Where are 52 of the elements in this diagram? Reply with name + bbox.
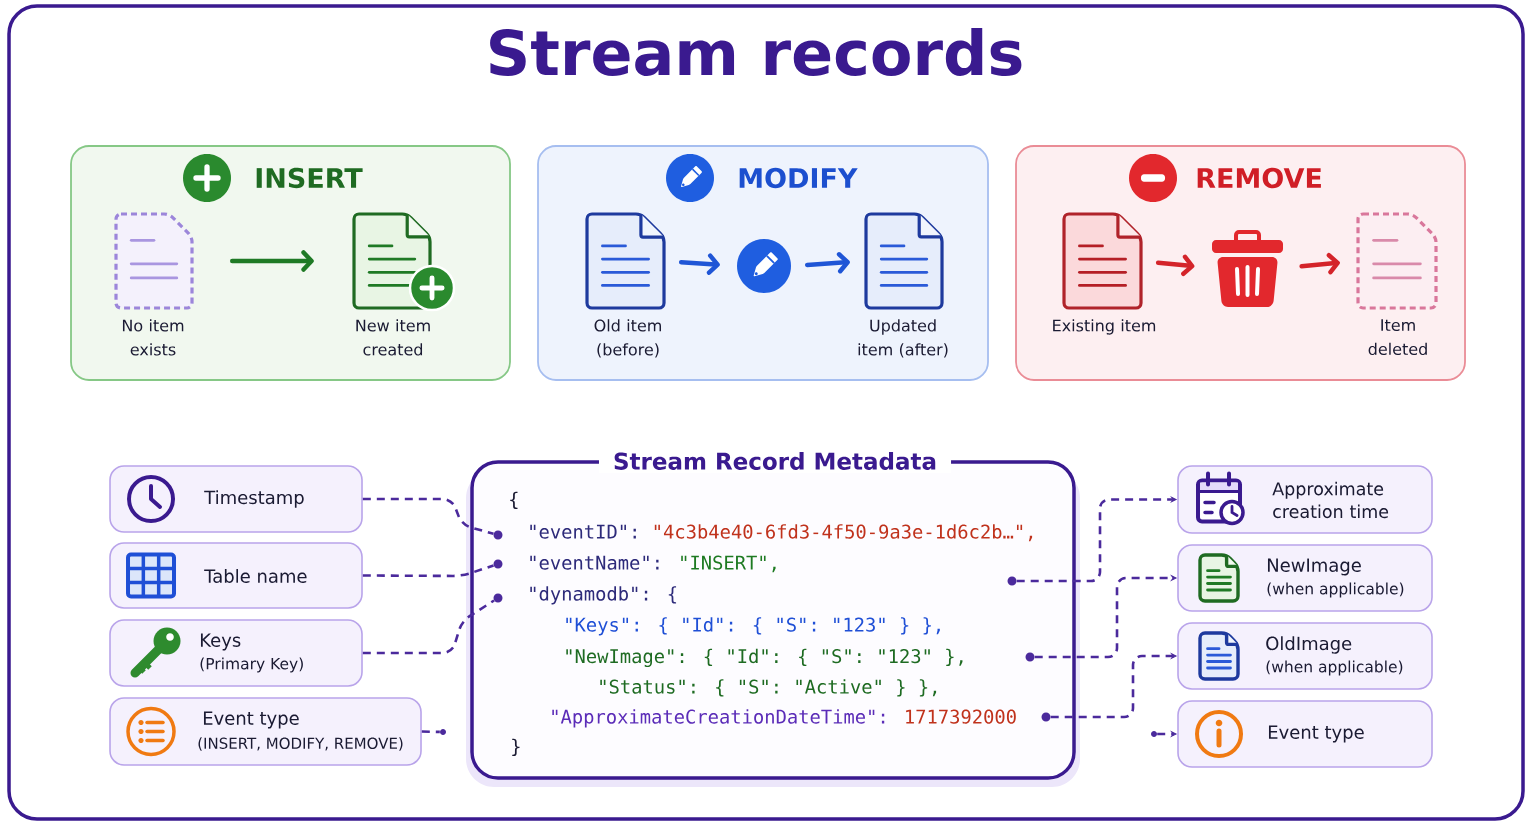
item-label: Old item (before) xyxy=(594,319,661,358)
code-line: "ApproximateCreationDateTime": 1717392000 xyxy=(552,709,1016,728)
leader-line xyxy=(362,564,494,578)
item-label: Existing item xyxy=(1053,319,1156,335)
code-line: } xyxy=(512,738,520,757)
code-panel xyxy=(466,449,1080,787)
label-text: OldImage xyxy=(1266,636,1352,654)
arrow xyxy=(1299,252,1340,275)
label-text: Event type xyxy=(204,711,299,729)
arrow xyxy=(229,250,314,272)
title: Stream records xyxy=(490,28,1022,76)
item-label: No item exists xyxy=(122,319,184,356)
item-label: Updated item (after) xyxy=(858,319,948,358)
info-box xyxy=(109,619,363,687)
panel-heading: REMOVE xyxy=(1197,167,1321,189)
label-text: Event type xyxy=(1269,725,1364,743)
leader-line xyxy=(362,497,494,535)
info-box xyxy=(1177,700,1433,768)
item-label: Item deleted xyxy=(1368,319,1427,356)
pencil-icon xyxy=(737,239,791,293)
info-box xyxy=(109,542,363,609)
arrow xyxy=(804,252,850,274)
code-line: "dynamodb": { xyxy=(530,586,677,605)
note-text: (when applicable) xyxy=(1266,660,1403,676)
label-text: NewImage xyxy=(1268,558,1361,576)
item-label: New item created xyxy=(356,319,430,356)
code-line: "eventID": "4c3b4e40-6fd3-4f50-9a3e-1d6c2b…", xyxy=(530,524,1033,542)
code-line: "NewImage": { "Id": { "S": "123" }, xyxy=(566,648,963,668)
info-box xyxy=(109,465,363,533)
arrow xyxy=(678,253,720,275)
code-line: "eventName": "INSERT", xyxy=(530,555,776,573)
label-text: Approximate creation time xyxy=(1272,481,1389,519)
panel-heading: MODIFY xyxy=(739,167,858,189)
info-box xyxy=(1177,465,1433,534)
arrow xyxy=(1155,254,1195,276)
info-box xyxy=(109,697,422,766)
note-text: (Primary Key) xyxy=(200,657,303,673)
info-box xyxy=(1177,544,1433,612)
code-line: "Keys": { "Id": { "S": "123" } }, xyxy=(566,617,940,636)
label-text: Table name xyxy=(204,569,307,583)
trash-icon xyxy=(1212,230,1283,307)
code-line: { xyxy=(510,491,518,510)
label-text: Timestamp xyxy=(204,490,304,508)
info-box xyxy=(1177,622,1433,690)
note-text: (INSERT, MODIFY, REMOVE) xyxy=(198,737,403,751)
label-text: Keys xyxy=(201,633,241,651)
note-text: (when applicable) xyxy=(1267,582,1404,598)
code-line: "Status": { "S": "Active" } }, xyxy=(600,679,937,697)
leader-line xyxy=(362,599,495,655)
panel-title: Stream Record Metadata xyxy=(599,449,952,473)
panel-heading: INSERT xyxy=(256,167,363,189)
leader-line xyxy=(421,730,440,734)
